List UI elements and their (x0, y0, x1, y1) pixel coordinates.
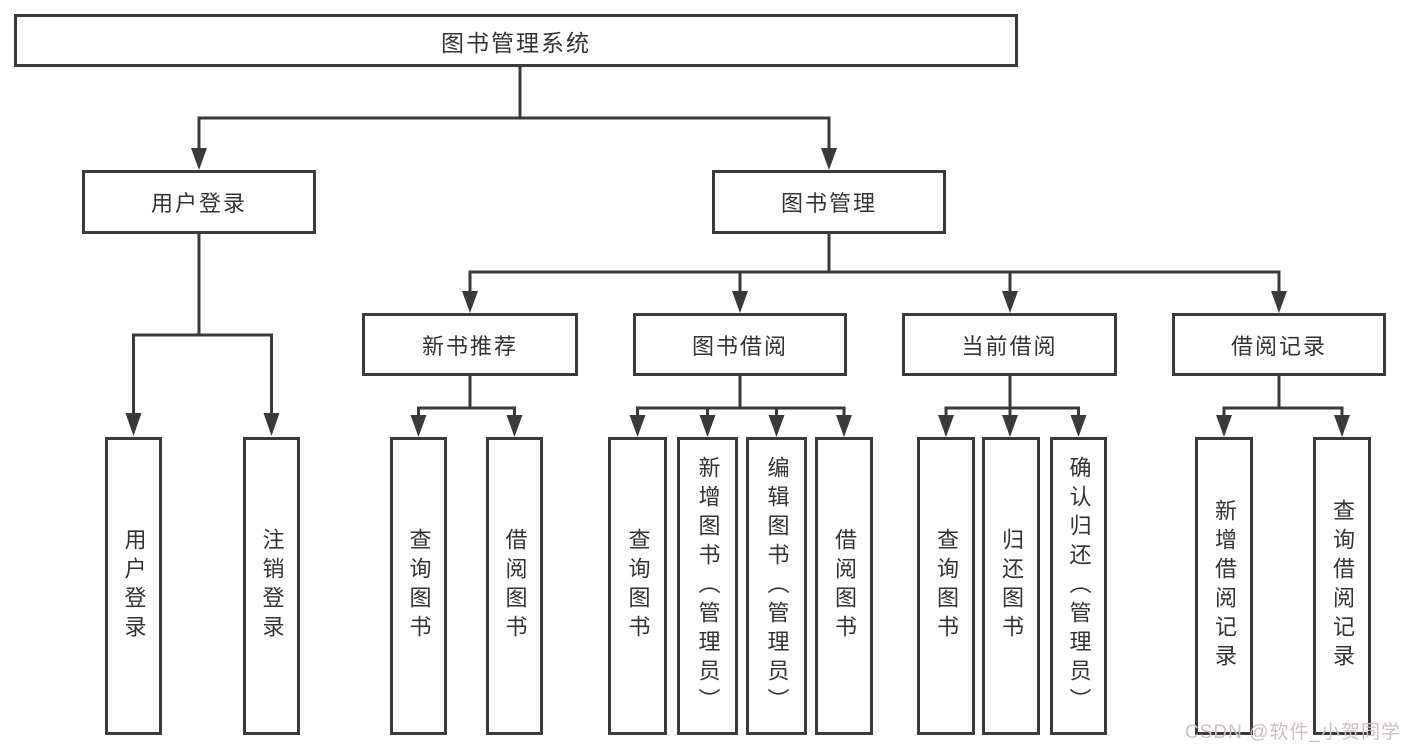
split-user-login (132, 333, 273, 414)
leaf-user-login: 用户登录 (105, 437, 162, 735)
leaf-return-books: 归还图书 (982, 437, 1040, 735)
leaf-edit-books-admin: 编辑图书（管理员） (746, 437, 807, 735)
csdn-watermark: CSDN @软件_小贺同学 (1185, 722, 1401, 743)
split-book-borrow (636, 406, 846, 416)
leaf-add-books-admin: 新增图书（管理员） (677, 437, 738, 735)
split-current-borrow (944, 406, 1080, 416)
leaf-borrow-books: 借阅图书 (815, 437, 873, 735)
node-book-borrow: 图书借阅 (633, 313, 847, 376)
node-book-management: 图书管理 (712, 170, 946, 234)
node-user-login: 用户登录 (82, 170, 316, 234)
leaf-logout: 注销登录 (243, 437, 300, 735)
leaf-query-books-borrow: 查询图书 (608, 437, 667, 735)
split-root (197, 116, 831, 150)
leaf-query-books-recommend: 查询图书 (390, 437, 447, 735)
leaf-query-books-current: 查询图书 (917, 437, 975, 735)
leaf-confirm-return-admin: 确认归还（管理员） (1050, 437, 1107, 735)
leaf-borrow-books-recommend: 借阅图书 (486, 437, 543, 735)
node-borrow-records: 借阅记录 (1172, 313, 1386, 376)
split-new-book (417, 406, 516, 416)
node-root: 图书管理系统 (14, 14, 1018, 67)
leaf-add-borrow-record: 新增借阅记录 (1195, 437, 1253, 735)
node-current-borrow: 当前借阅 (902, 313, 1117, 376)
split-borrow-records (1222, 406, 1344, 416)
leaf-query-borrow-record: 查询借阅记录 (1313, 437, 1371, 735)
node-new-book-recommend: 新书推荐 (362, 313, 578, 376)
split-book-management (468, 270, 1281, 293)
